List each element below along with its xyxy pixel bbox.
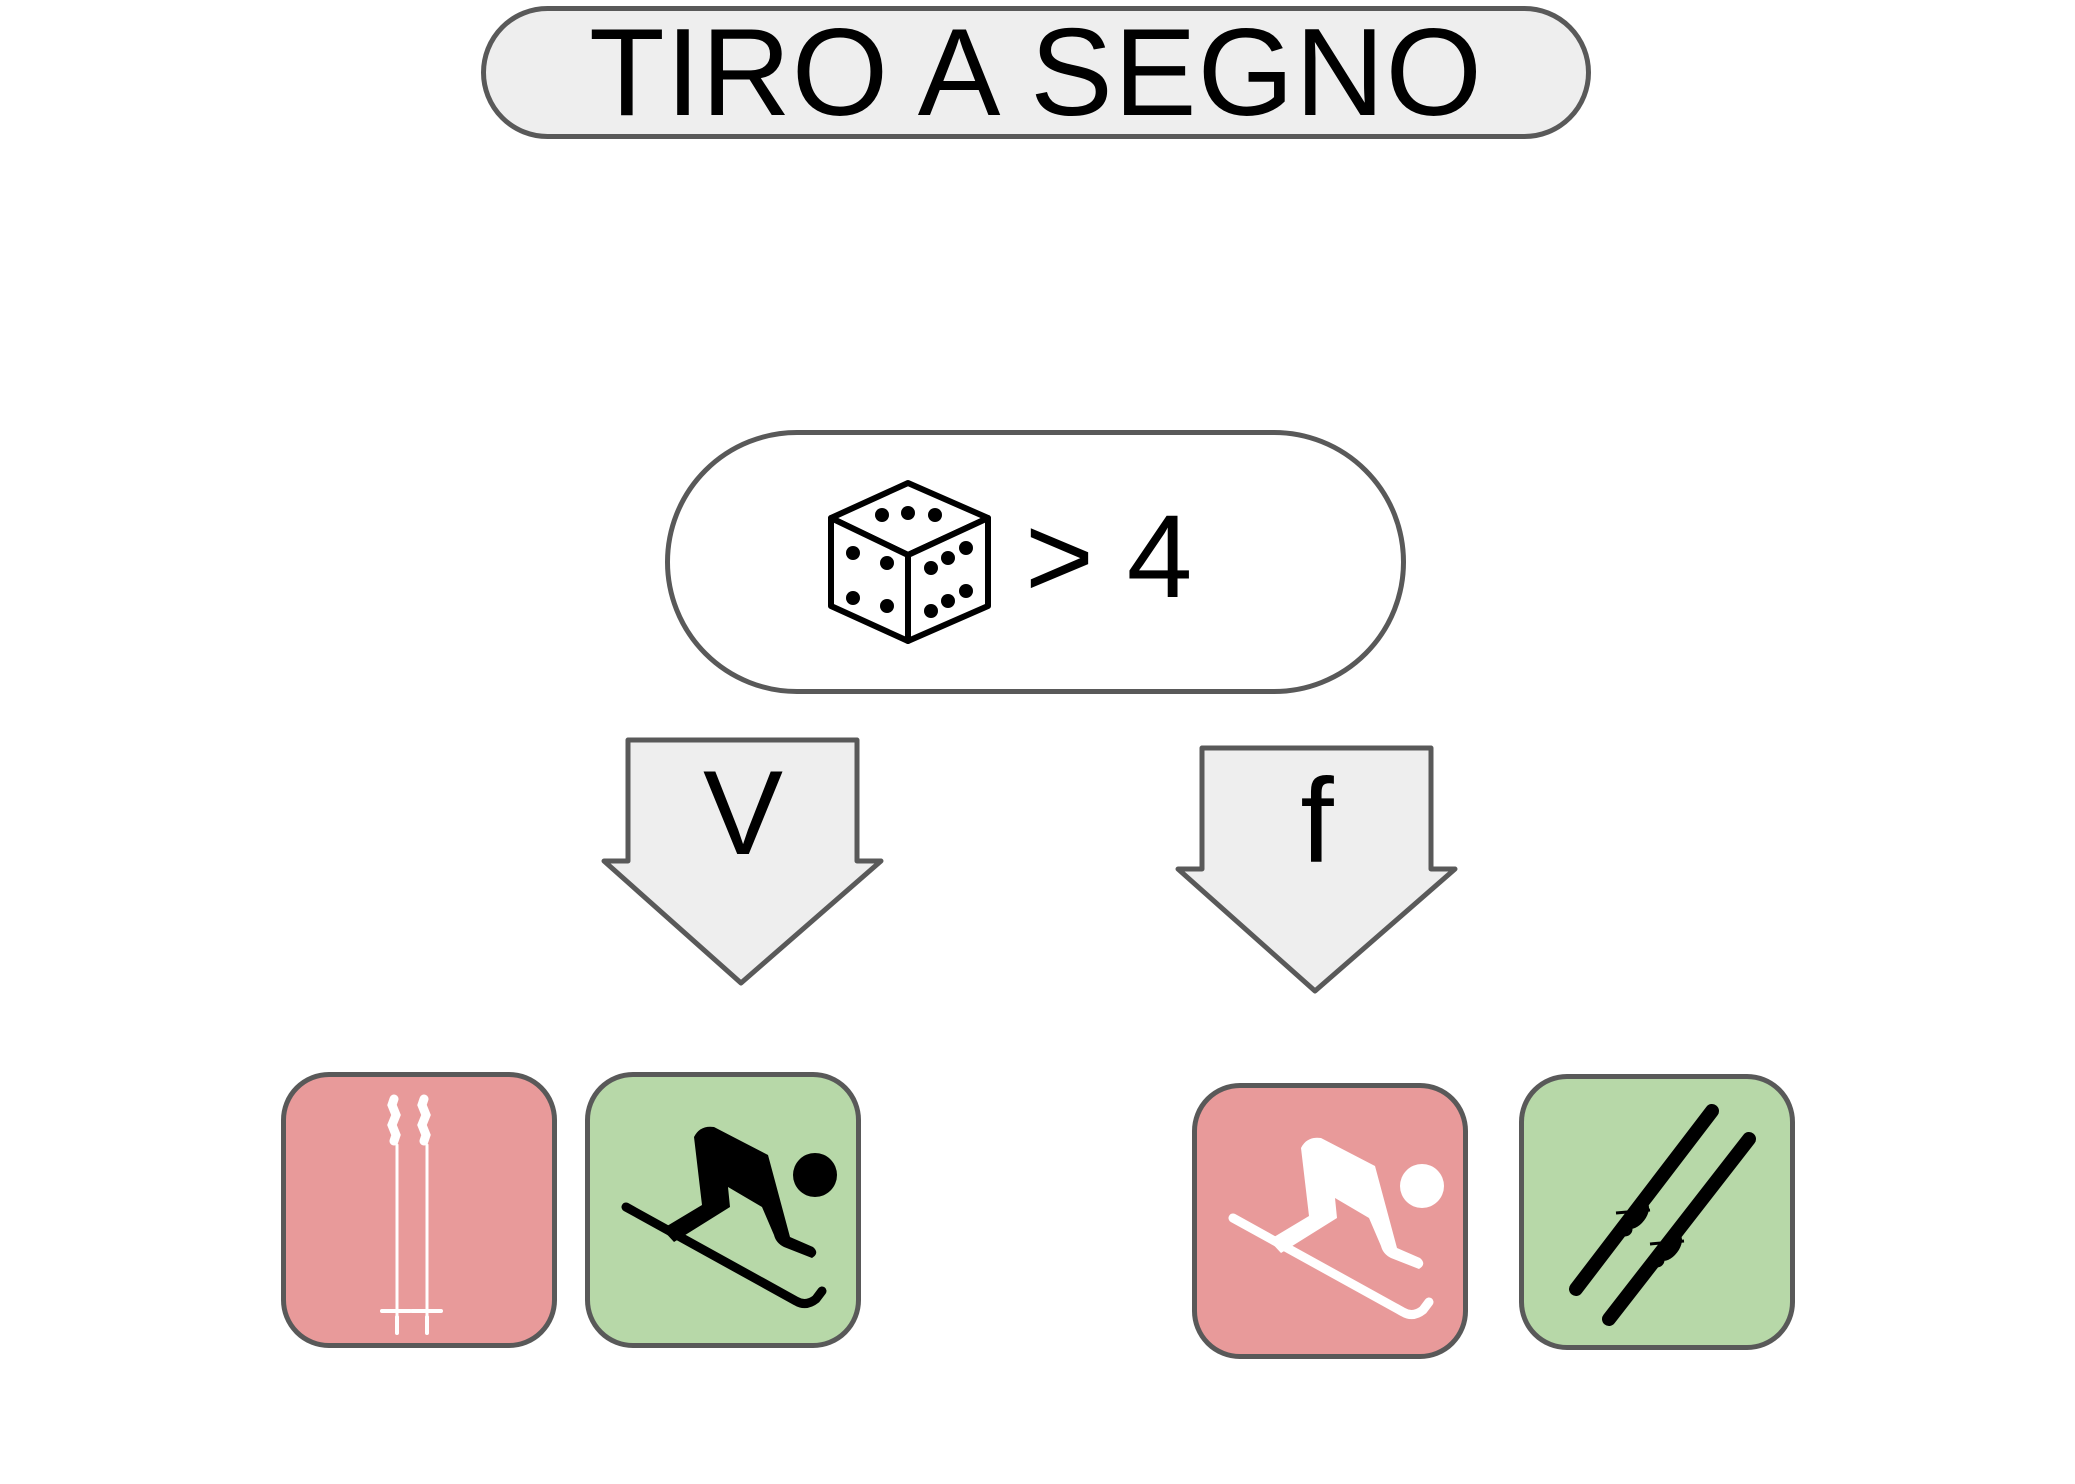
ski-poles-icon — [380, 1094, 443, 1335]
condition-box — [665, 430, 1406, 694]
condition-operator-text: > 4 — [1025, 491, 1193, 623]
outcome-tile-ski-poles — [281, 1072, 557, 1348]
dice-icon — [828, 480, 991, 644]
outcome-tile-skier — [585, 1072, 861, 1348]
skier-icon — [1228, 1137, 1444, 1320]
page-title: TIRO A SEGNO — [589, 3, 1483, 142]
title-banner: TIRO A SEGNO — [481, 6, 1591, 139]
false-branch-arrow — [1175, 745, 1458, 994]
false-branch-label: f — [1300, 754, 1334, 888]
outcome-tile-skier — [1192, 1083, 1468, 1359]
skis-icon — [1569, 1104, 1756, 1326]
true-branch-arrow — [601, 737, 884, 986]
true-branch-label: V — [702, 746, 784, 880]
skier-icon — [621, 1126, 837, 1309]
outcome-tile-skis — [1519, 1074, 1795, 1350]
